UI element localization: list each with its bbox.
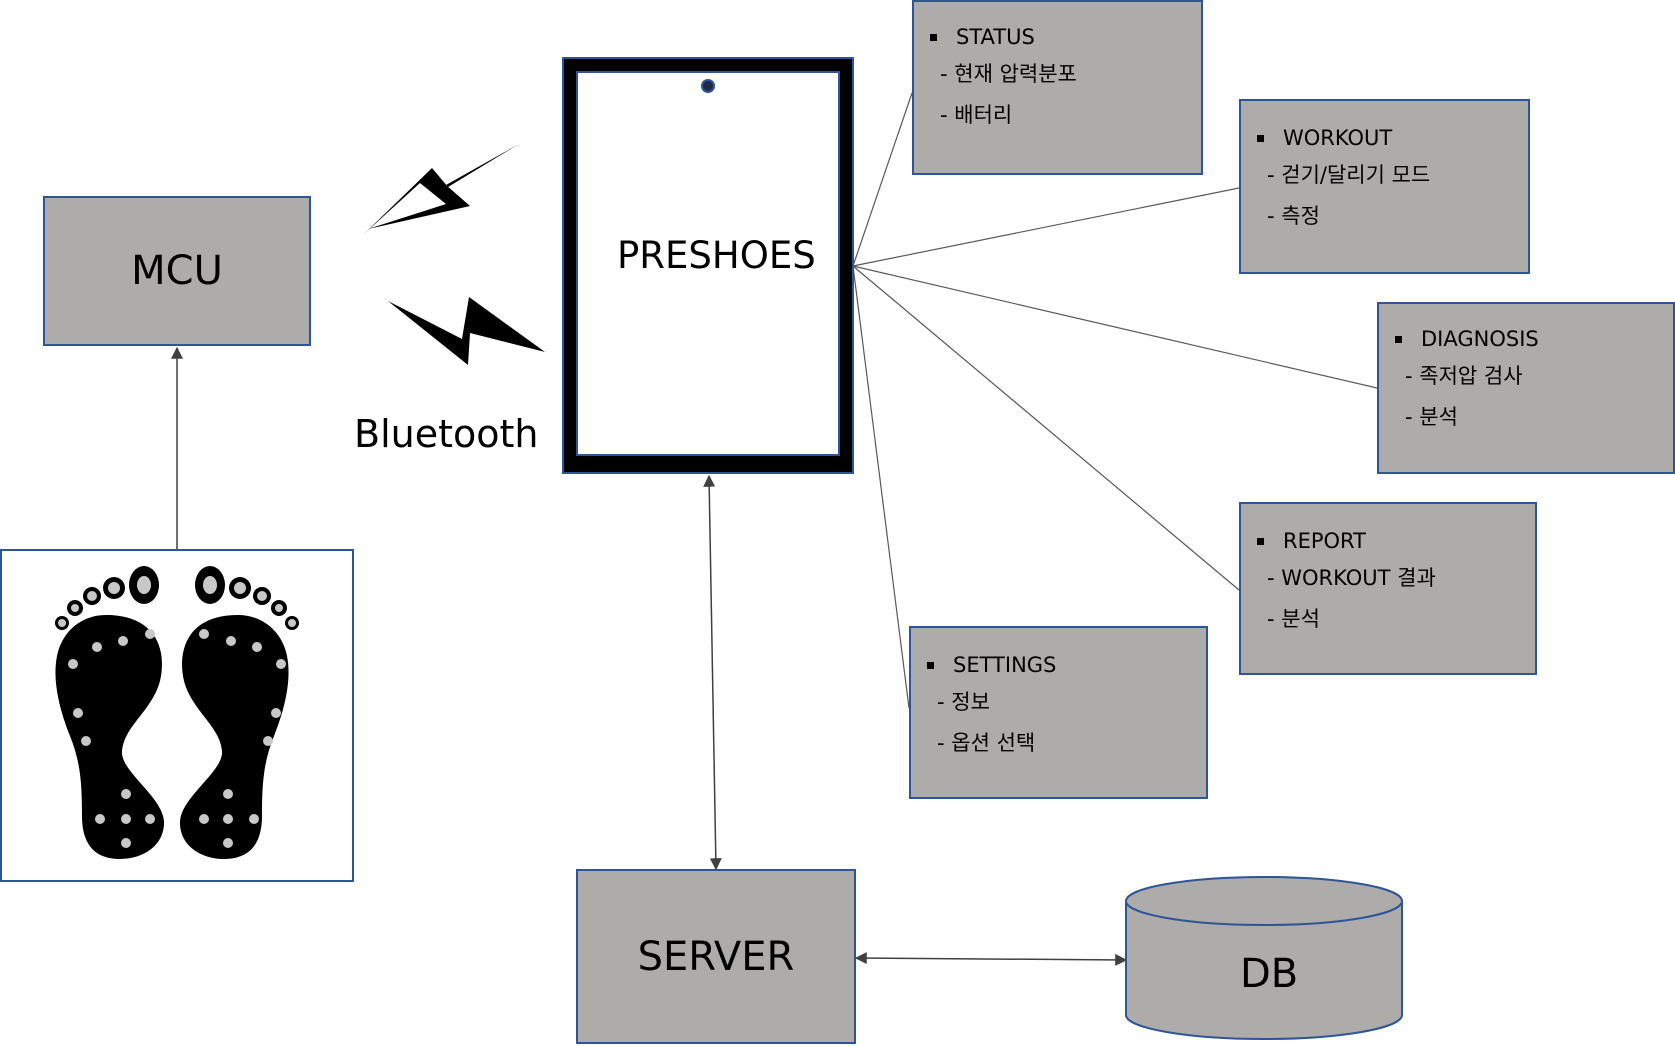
server-label: SERVER xyxy=(637,933,795,980)
settings-item-info: - 정보 xyxy=(937,689,990,714)
feet-sensor-box xyxy=(0,549,354,882)
line-to-report xyxy=(852,265,1240,591)
diagnosis-menu-box: DIAGNOSIS - 족저압 검사 - 분석 xyxy=(1377,302,1675,474)
footprints-icon xyxy=(55,566,299,859)
bullet-icon xyxy=(927,661,934,669)
bullet-icon xyxy=(1257,134,1264,142)
settings-title-text: SETTINGS xyxy=(953,653,1057,677)
lightning-icon xyxy=(364,144,519,234)
bullet-icon xyxy=(1395,335,1402,343)
menu-connector-lines xyxy=(852,92,1378,709)
line-to-settings xyxy=(852,265,910,709)
workout-title-text: WORKOUT xyxy=(1283,126,1393,150)
database-cylinder-icon xyxy=(1125,876,1403,1040)
bullet-icon xyxy=(930,33,937,41)
report-menu-box: REPORT - WORKOUT 결과 - 분석 xyxy=(1239,502,1537,675)
report-title-text: REPORT xyxy=(1283,529,1366,553)
mcu-box: MCU xyxy=(43,196,311,346)
report-item-result: - WORKOUT 결과 xyxy=(1267,565,1436,590)
settings-title: SETTINGS xyxy=(927,650,1206,680)
diagnosis-title-text: DIAGNOSIS xyxy=(1421,327,1539,351)
status-item-battery: - 배터리 xyxy=(940,102,1013,127)
server-db-arrow xyxy=(854,952,1128,966)
lightning-icon xyxy=(388,297,545,365)
status-menu-box: STATUS - 현재 압력분포 - 배터리 xyxy=(912,0,1203,175)
status-item-pressure: - 현재 압력분포 xyxy=(940,61,1077,86)
phone-server-arrow xyxy=(703,474,722,871)
bullet-icon xyxy=(1257,537,1264,545)
diagnosis-item-analysis: - 분석 xyxy=(1405,404,1458,429)
db-label: DB xyxy=(1240,951,1299,997)
line-to-workout xyxy=(852,187,1240,267)
diagnosis-item-test: - 족저압 검사 xyxy=(1405,363,1523,388)
bluetooth-label: Bluetooth xyxy=(354,412,539,456)
workout-title: WORKOUT xyxy=(1257,123,1528,153)
settings-menu-box: SETTINGS - 정보 - 옵션 선택 xyxy=(909,626,1208,799)
workout-menu-box: WORKOUT - 걷기/달리기 모드 - 측정 xyxy=(1239,99,1530,274)
status-title: STATUS xyxy=(930,22,1201,52)
server-box: SERVER xyxy=(576,869,856,1044)
diagnosis-title: DIAGNOSIS xyxy=(1395,324,1673,354)
report-item-analysis: - 분석 xyxy=(1267,606,1320,631)
settings-item-options: - 옵션 선택 xyxy=(937,730,1036,755)
status-title-text: STATUS xyxy=(956,25,1035,49)
workout-item-mode: - 걷기/달리기 모드 xyxy=(1267,162,1431,187)
workout-item-measure: - 측정 xyxy=(1267,203,1320,228)
preshoes-label: PRESHOES xyxy=(617,234,816,277)
line-to-status xyxy=(852,92,913,267)
line-to-diagnosis xyxy=(852,265,1378,389)
report-title: REPORT xyxy=(1257,526,1535,556)
camera-dot-icon xyxy=(701,79,715,93)
mcu-label: MCU xyxy=(131,248,223,294)
phone-screen xyxy=(576,71,840,456)
